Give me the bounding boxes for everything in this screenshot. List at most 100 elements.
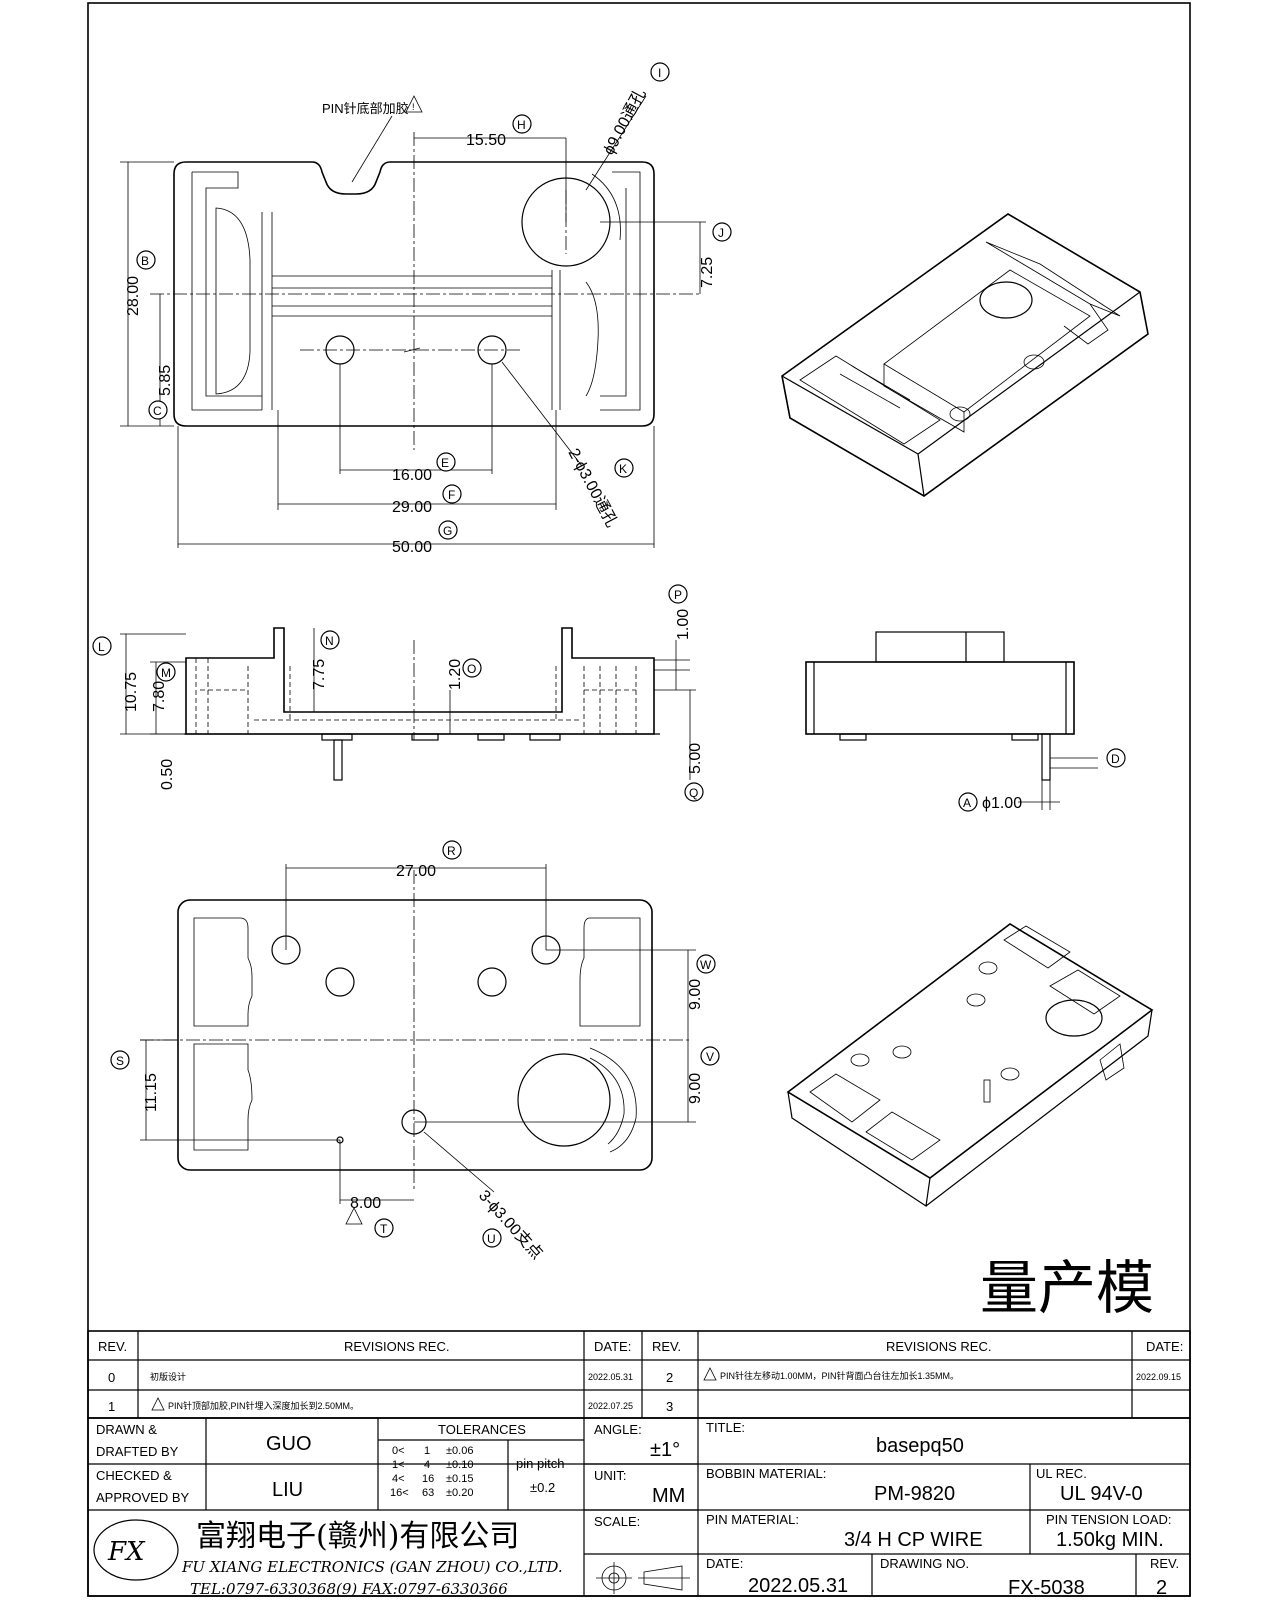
glue-note: PIN针底部加胶 <box>322 101 409 116</box>
warning-icon <box>151 1397 165 1411</box>
marker-E: E <box>436 452 456 472</box>
rev-value: 2 <box>1156 1577 1167 1599</box>
svg-text:J: J <box>718 226 724 240</box>
drawn-value: GUO <box>266 1433 312 1455</box>
svg-text:G: G <box>443 524 452 538</box>
bottom-view: 27.00 9.00 9.00 11.15 8.00 3-ϕ3.00支点 R W… <box>110 840 720 1263</box>
dim-1-00: 1.00 <box>675 609 692 640</box>
marker-V: V <box>700 1046 720 1066</box>
rev-row-1-date: 2022.07.25 <box>588 1401 633 1411</box>
checked-value: LIU <box>272 1479 303 1501</box>
svg-text:U: U <box>487 1232 496 1246</box>
dim-28: 28.00 <box>125 276 142 316</box>
company-logo: FX <box>93 1519 179 1581</box>
front-view: ϕ1.00 D A <box>805 631 1126 812</box>
marker-M: M <box>156 662 176 682</box>
tension-label: PIN TENSION LOAD: <box>1046 1512 1171 1527</box>
date-value: 2022.05.31 <box>748 1575 848 1597</box>
dim-3-holes: 2-ϕ3.00通孔 <box>564 445 620 530</box>
side-view: 10.75 7.80 7.75 1.20 1.00 5.00 0.50 L M … <box>92 584 704 802</box>
marker-B: B <box>136 250 156 270</box>
unit-label: UNIT: <box>594 1468 627 1483</box>
scale-label: SCALE: <box>594 1514 640 1529</box>
company-contact: TEL:0797-6330368(9) FAX:0797-6330366 <box>190 1580 508 1598</box>
svg-text:R: R <box>447 844 456 858</box>
svg-text:63: 63 <box>422 1487 434 1499</box>
iso-view-top <box>781 213 1149 497</box>
marker-T: T <box>374 1218 394 1238</box>
svg-text:±0.10: ±0.10 <box>446 1459 473 1471</box>
rev-row-0-date: 2022.05.31 <box>588 1372 633 1382</box>
rev-row-2-text: PIN针往左移动1.00MM，PIN针背面凸台往左加长1.35MM。 <box>720 1370 959 1381</box>
sheet-border <box>87 2 1191 1597</box>
warning-icon <box>345 1207 363 1225</box>
svg-text:I: I <box>658 66 661 80</box>
svg-text:1: 1 <box>424 1445 430 1457</box>
svg-text:A: A <box>963 796 971 810</box>
angle-label: ANGLE: <box>594 1422 642 1437</box>
drawn-label-2: DRAFTED BY <box>96 1444 179 1459</box>
drawn-label-1: DRAWN & <box>96 1422 157 1437</box>
pin-material-value: 3/4 H CP WIRE <box>844 1529 983 1551</box>
drawing-no-value: FX-5038 <box>1008 1577 1085 1599</box>
svg-text:W: W <box>700 958 712 972</box>
rev-label: REV. <box>1150 1556 1179 1571</box>
svg-text:P: P <box>674 588 682 602</box>
marker-F: F <box>442 484 462 504</box>
svg-text:0<: 0< <box>392 1445 405 1457</box>
drawing-no-label: DRAWING NO. <box>880 1556 969 1571</box>
production-stamp: 量产模 <box>980 1254 1154 1322</box>
rev-row-0-text: 初版设计 <box>150 1371 186 1382</box>
rev-row-0-num: 0 <box>108 1370 115 1385</box>
rec-header-right: REVISIONS REC. <box>886 1339 991 1354</box>
svg-text:16: 16 <box>422 1473 434 1485</box>
bobbin-label: BOBBIN MATERIAL: <box>706 1466 826 1481</box>
svg-text:F: F <box>448 488 455 502</box>
rev-row-2-date: 2022.09.15 <box>1136 1372 1181 1382</box>
dim-support: 3-ϕ3.00支点 <box>475 1187 546 1263</box>
svg-text:N: N <box>325 634 334 648</box>
dim-7-80: 7.80 <box>151 681 168 712</box>
dim-5-85: 5.85 <box>157 365 174 396</box>
marker-C: C <box>148 400 168 420</box>
tension-value: 1.50kg MIN. <box>1056 1529 1164 1551</box>
marker-W: W <box>696 954 716 974</box>
pin-material-label: PIN MATERIAL: <box>706 1512 799 1527</box>
dim-9-bottom: 9.00 <box>687 1073 704 1104</box>
ul-label: UL REC. <box>1036 1466 1087 1481</box>
company-name-cn: 富翔电子(赣州)有限公司 <box>196 1519 519 1554</box>
svg-text:4<: 4< <box>392 1473 405 1485</box>
dim-16: 16.00 <box>392 467 432 484</box>
marker-Q: Q <box>684 782 704 802</box>
bobbin-value: PM-9820 <box>874 1483 955 1505</box>
svg-text:V: V <box>706 1050 714 1064</box>
dim-0-50: 0.50 <box>159 759 176 790</box>
svg-text:±0.15: ±0.15 <box>446 1473 473 1485</box>
unit-value: MM <box>652 1485 685 1507</box>
dim-15-50: 15.50 <box>466 132 506 149</box>
marker-D: D <box>1106 748 1126 768</box>
svg-text:K: K <box>619 462 627 476</box>
dim-9-top: 9.00 <box>687 979 704 1010</box>
svg-text:T: T <box>380 1222 388 1236</box>
dim-9-hole: ϕ9.00通孔 <box>600 86 650 158</box>
marker-H: H <box>512 114 532 134</box>
title-label: TITLE: <box>706 1420 745 1435</box>
marker-I: I <box>650 62 670 82</box>
dim-5-00: 5.00 <box>687 743 704 774</box>
dim-11-15: 11.15 <box>143 1073 160 1112</box>
pin-pitch-label: pin pitch <box>516 1456 564 1471</box>
projection-symbol-icon <box>596 1562 690 1594</box>
svg-text:S: S <box>116 1054 124 1068</box>
dim-7-25: 7.25 <box>699 257 716 288</box>
rev-row-3-num: 3 <box>666 1399 673 1414</box>
svg-text:4: 4 <box>424 1459 430 1471</box>
rev-row-2-num: 2 <box>666 1370 673 1385</box>
dim-7-75: 7.75 <box>311 659 328 690</box>
tolerances-label: TOLERANCES <box>438 1422 526 1437</box>
title-block: DRAWN & DRAFTED BY GUO CHECKED & APPROVE… <box>87 1417 1191 1599</box>
marker-O: O <box>462 658 482 678</box>
svg-text:16<: 16< <box>390 1487 409 1499</box>
marker-K: K <box>614 458 634 478</box>
